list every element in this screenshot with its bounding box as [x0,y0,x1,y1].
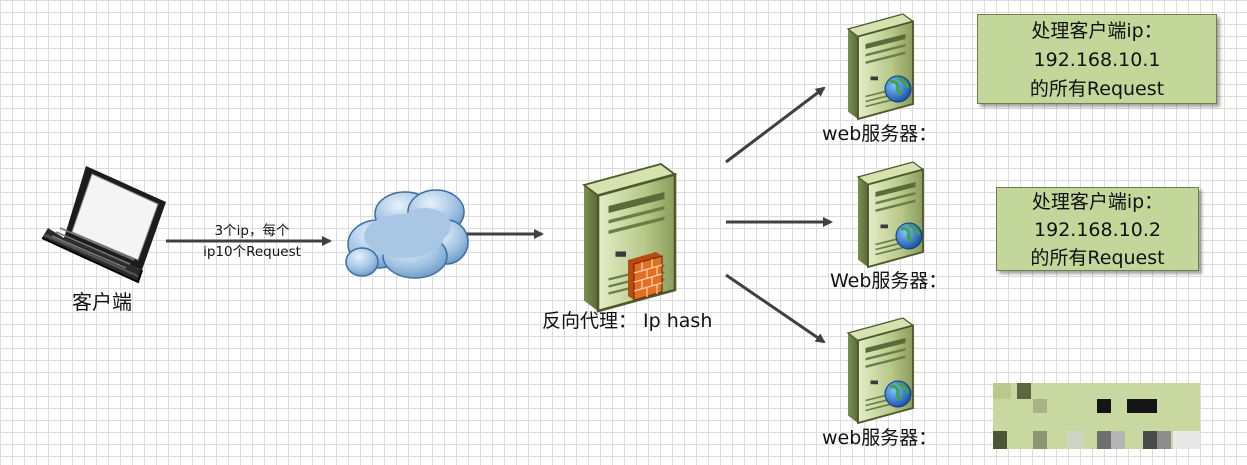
web-server-icon [847,13,914,120]
firewall-icon [628,252,663,301]
arrow-proxy-to-server-3 [725,273,826,344]
server-2-label: Web服务器： [830,270,948,292]
globe-icon [884,380,912,408]
client-label: 客户端 [72,290,132,314]
cloud-icon [345,189,469,279]
note-2-line-2: 192.168.10.2 [1034,219,1161,241]
web-server-icon [857,161,924,268]
note-1-line-3: 的所有Request [1029,78,1165,100]
arrow-proxy-to-server-1 [725,86,826,164]
edge-label-line-2: ip10个Request [203,244,301,260]
edge-label-line-1: 3个ip，每个 [214,223,290,239]
edge-label: 3个ip，每个 ip10个Request [190,221,314,263]
note-2-line-1: 处理客户端ip： [1031,191,1164,213]
note-server-2: 处理客户端ip： 192.168.10.2 的所有Request [996,187,1199,271]
web-server-icon [847,317,914,424]
note-1-line-1: 处理客户端ip： [1031,20,1163,42]
server-1-label: web服务器： [822,123,938,145]
globe-icon [884,75,912,103]
note-1-line-2: 192.168.10.1 [1033,49,1161,71]
connection-arrows [166,86,833,344]
proxy-label: 反向代理： Ip hash [542,310,713,332]
note-2-line-3: 的所有Request [1030,247,1165,269]
laptop-icon [41,166,166,284]
globe-icon [895,222,923,250]
pixelated-watermark [993,383,1200,449]
server-3-label: web服务器： [822,427,938,449]
note-server-1: 处理客户端ip： 192.168.10.1 的所有Request [977,14,1217,104]
